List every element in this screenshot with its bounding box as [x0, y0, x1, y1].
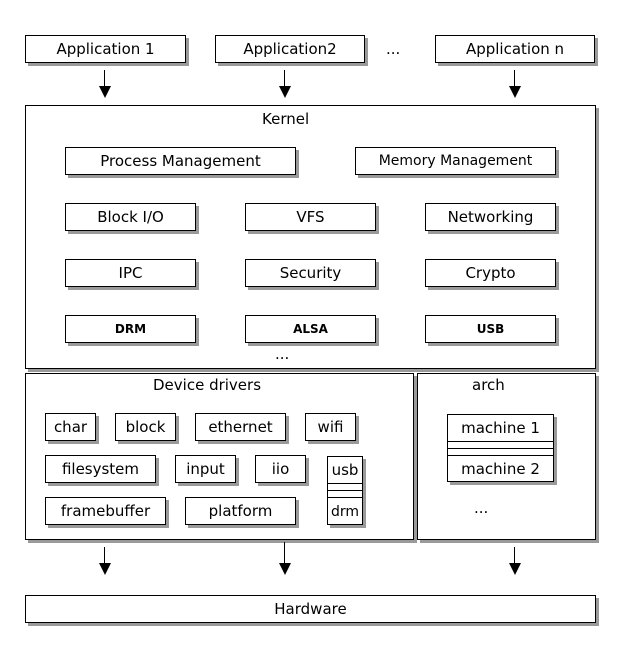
vfs-box: VFS [245, 203, 376, 231]
drm-driver-label: drm [330, 504, 360, 520]
filesystem-box: filesystem [45, 455, 156, 483]
crypto-box: Crypto [425, 259, 556, 287]
platform-box: platform [185, 497, 296, 525]
vfs-label: VFS [296, 208, 325, 226]
input-label: input [186, 460, 225, 478]
kernel-ellipsis: ... [275, 345, 290, 363]
block-io-box: Block I/O [65, 203, 196, 231]
usb-box: USB [425, 315, 556, 343]
application-1-label: Application 1 [56, 40, 155, 58]
drm-box: DRM [65, 315, 196, 343]
filesystem-label: filesystem [61, 460, 140, 478]
ipc-label: IPC [118, 264, 143, 282]
arrow-drivers-hardware-middle [279, 542, 291, 575]
networking-label: Networking [447, 208, 534, 226]
iio-label: iio [271, 460, 290, 478]
process-management-label: Process Management [100, 152, 261, 170]
machine-2-label: machine 2 [461, 460, 540, 478]
ethernet-label: ethernet [208, 418, 273, 436]
iio-box: iio [255, 455, 306, 483]
security-box: Security [245, 259, 376, 287]
block-io-label: Block I/O [97, 208, 164, 226]
application-2-box: Application2 [215, 35, 365, 63]
ipc-box: IPC [65, 259, 196, 287]
machine-1-label: machine 1 [461, 419, 540, 437]
block-label: block [125, 418, 166, 436]
arch-title: arch [472, 376, 505, 394]
usb-driver-label: usb [331, 461, 359, 479]
kernel-title: Kernel [262, 110, 310, 128]
alsa-box: ALSA [245, 315, 376, 343]
wifi-box: wifi [305, 413, 356, 441]
arrow-app1-kernel [99, 70, 111, 98]
applications-ellipsis: ... [386, 40, 401, 58]
input-box: input [175, 455, 236, 483]
drm-label: DRM [114, 322, 147, 336]
hardware-box: Hardware [25, 595, 596, 623]
application-n-label: Application n [465, 40, 565, 58]
framebuffer-label: framebuffer [60, 502, 151, 520]
char-box: char [45, 413, 96, 441]
char-label: char [53, 418, 88, 436]
usb-drm-stack: usb drm [327, 456, 363, 525]
machine-stack: machine 1 machine 2 [447, 414, 554, 482]
application-n-box: Application n [435, 35, 595, 63]
memory-management-box: Memory Management [355, 147, 556, 175]
networking-box: Networking [425, 203, 556, 231]
process-management-box: Process Management [65, 147, 296, 175]
arrow-drivers-hardware-left [99, 547, 111, 575]
block-box: block [115, 413, 176, 441]
hardware-label: Hardware [274, 600, 347, 618]
device-drivers-title: Device drivers [153, 376, 262, 394]
application-1-box: Application 1 [25, 35, 186, 63]
application-2-label: Application2 [243, 40, 337, 58]
arrow-appn-kernel [509, 70, 521, 98]
memory-management-label: Memory Management [378, 153, 533, 169]
wifi-label: wifi [317, 418, 344, 436]
framebuffer-box: framebuffer [45, 497, 166, 525]
security-label: Security [279, 264, 342, 282]
crypto-label: Crypto [465, 264, 516, 282]
arrow-app2-kernel [279, 70, 291, 98]
ethernet-box: ethernet [195, 413, 286, 441]
arch-ellipsis: ... [474, 499, 489, 517]
alsa-label: ALSA [293, 322, 328, 336]
usb-label: USB [476, 322, 505, 336]
arrow-arch-hardware [509, 547, 521, 575]
platform-label: platform [208, 502, 273, 520]
